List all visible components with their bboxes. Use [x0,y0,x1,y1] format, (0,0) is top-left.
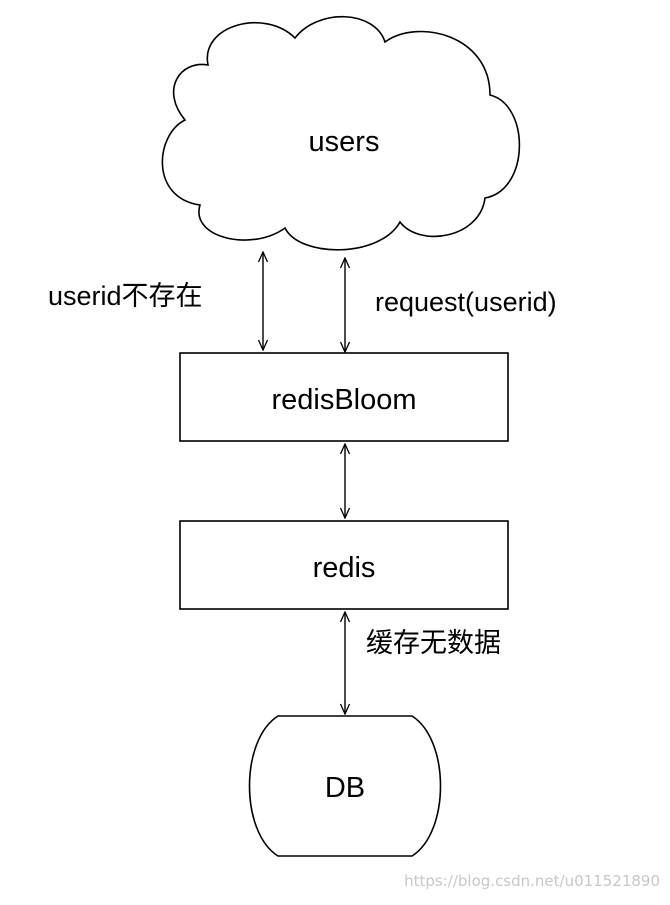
label-request-userid: request(userid) [375,287,557,317]
db-label: DB [325,772,365,804]
db-shape [248,715,442,857]
redisbloom-node: redisBloom [179,352,509,442]
watermark-text: https://blog.csdn.net/u011521890 [404,872,660,890]
redis-box [179,520,509,610]
cloud-shape [161,15,521,251]
label-userid-not-exist: userid不存在 [48,281,203,311]
redis-label: redis [313,552,376,584]
redisbloom-box [179,352,509,442]
db-node: DB [248,715,442,857]
redis-node: redis [179,520,509,610]
users-label: users [309,126,380,158]
redisbloom-label: redisBloom [271,384,416,416]
label-cache-no-data: 缓存无数据 [366,628,501,658]
users-cloud: users [161,15,521,251]
